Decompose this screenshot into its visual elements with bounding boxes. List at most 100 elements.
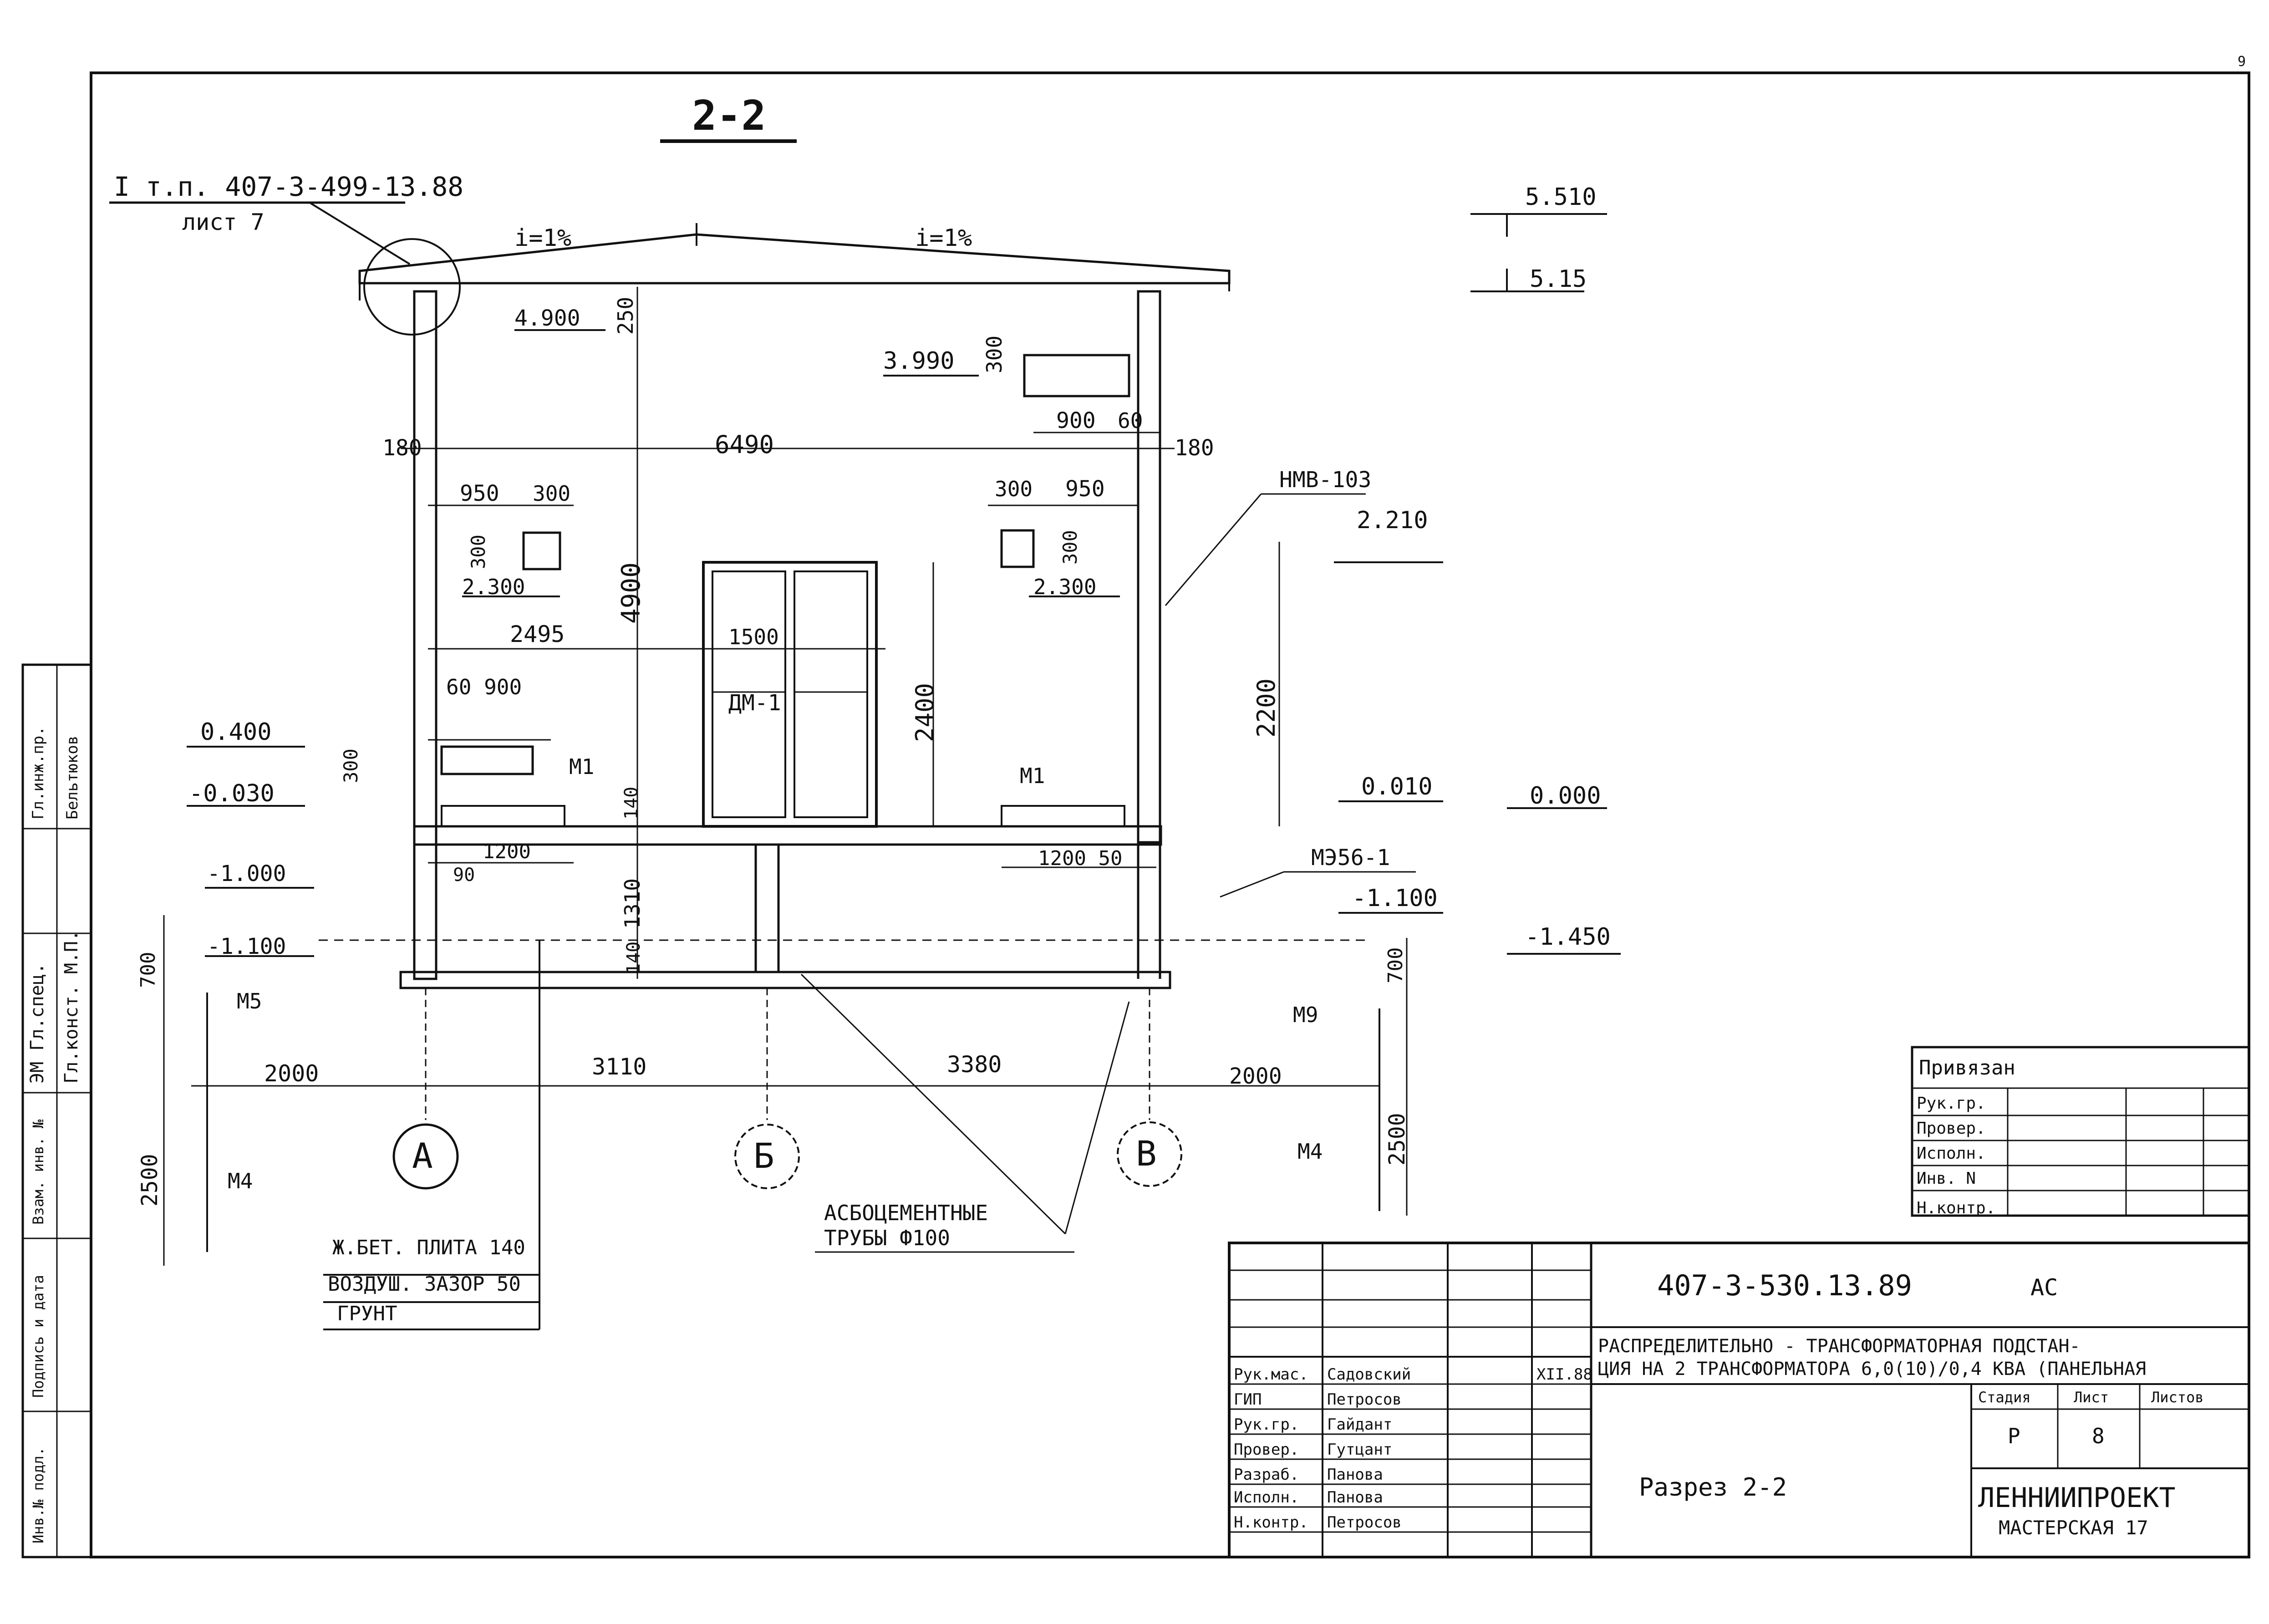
mark-m4-left: М4 (228, 1169, 253, 1193)
side-label-replace: Взам. инв. № (30, 1119, 47, 1225)
section-title: 2-2 (692, 92, 766, 140)
binding-row-5: Н.контр. (1917, 1199, 1995, 1217)
side-strip: Инв.№ подл. Подпись и дата Взам. инв. № … (21, 663, 92, 1558)
stamp-sheet-header: Лист (2074, 1389, 2109, 1406)
level-minus1100-right: -1.100 (1352, 885, 1438, 912)
dim-900: 900 (1056, 408, 1096, 433)
column-b (754, 843, 780, 973)
dim-60-900: 60 900 (446, 675, 522, 699)
level-minus1450: -1.450 (1525, 923, 1611, 951)
dim-950-right: 950 (1065, 476, 1105, 502)
detail-circle (363, 238, 461, 336)
side-approval-3: Гл.инж.пр. (29, 726, 47, 820)
dim-300-vl: 300 (467, 535, 489, 569)
dim-1200-left: 1200 (483, 840, 531, 863)
bottom-slab (399, 971, 1171, 989)
dim-300-left: 300 (533, 481, 570, 506)
level-4900: 4.900 (514, 305, 580, 331)
stamp-name-6: Панова (1327, 1488, 1383, 1507)
side-approval-4: Бельтюков (63, 736, 81, 820)
plinth-right (1001, 805, 1125, 827)
mark-m1-right: М1 (1020, 764, 1045, 788)
side-label-sign: Подпись и дата (30, 1275, 47, 1398)
stamp-name-7: Петросов (1327, 1513, 1402, 1532)
stamp-workshop: МАСТЕРСКАЯ 17 (1999, 1517, 2148, 1539)
level-0400: 0.400 (200, 718, 272, 746)
stamp-stage-header: Стадия (1978, 1389, 2031, 1406)
dim-6490: 6490 (715, 430, 774, 459)
axis-b: Б (753, 1135, 774, 1176)
dim-4900: 4900 (616, 562, 646, 624)
side-label-inv: Инв.№ подл. (30, 1447, 47, 1543)
stamp-role-6: Исполн. (1234, 1488, 1299, 1507)
stamp-date-mark: XII.88 (1536, 1365, 1592, 1384)
dim-140-bot: 140 (623, 942, 644, 974)
stamp-stage: Р (2008, 1424, 2020, 1448)
stamp-mark: АС (2030, 1274, 2058, 1301)
stamp-name-4: Гутцант (1327, 1441, 1392, 1459)
stamp-name-2: Петросов (1327, 1390, 1402, 1409)
stamp-sheet: 8 (2092, 1424, 2105, 1448)
page-number: 9 (2238, 54, 2246, 70)
dim-3110: 3110 (592, 1054, 646, 1080)
door-dm1 (702, 561, 878, 828)
wall-left (413, 290, 438, 980)
stamp-role-1: Рук.мас. (1234, 1365, 1308, 1384)
level-minus1000: -1.000 (207, 861, 286, 886)
level-3990: 3.990 (883, 347, 955, 375)
binding-block (1911, 1046, 2250, 1217)
dim-60: 60 (1118, 408, 1143, 433)
vent-0400 (440, 745, 534, 775)
dim-250: 250 (613, 297, 638, 335)
mark-m356: МЭ56-1 (1311, 845, 1390, 871)
stamp-name-1: Садовский (1327, 1365, 1411, 1384)
side-approval-2: Гл.конст. М.П. (61, 930, 82, 1084)
dim-300-right: 300 (995, 477, 1033, 501)
dim-140-top: 140 (621, 787, 642, 820)
slope-left: i=1% (514, 224, 571, 252)
stamp-role-5: Разраб. (1234, 1466, 1299, 1484)
stamp-code: 407-3-530.13.89 (1657, 1269, 1912, 1302)
level-515: 5.15 (1530, 265, 1587, 293)
axis-a: А (412, 1135, 433, 1176)
binding-row-2: Провер. (1917, 1119, 1986, 1138)
stamp-name-5: Панова (1327, 1466, 1383, 1484)
dim-2000-right: 2000 (1229, 1064, 1282, 1089)
mark-m4-right: М4 (1297, 1139, 1323, 1164)
dim-950-left: 950 (460, 481, 499, 506)
dim-2400: 2400 (911, 683, 939, 742)
stamp-role-2: ГИП (1234, 1390, 1262, 1409)
dim-180-right: 180 (1175, 435, 1214, 461)
stamp-name-3: Гайдант (1327, 1415, 1392, 1434)
floor-layer-1: Ж.БЕТ. ПЛИТА 140 (332, 1236, 525, 1259)
binding-row-4: Инв. N (1917, 1169, 1976, 1188)
stamp-role-3: Рук.гр. (1234, 1415, 1299, 1434)
mark-door: ДМ-1 (728, 690, 781, 716)
stamp-title-line1: РАСПРЕДЕЛИТЕЛЬНО - ТРАНСФОРМАТОРНАЯ ПОДС… (1598, 1336, 2081, 1357)
title-stamp (1228, 1242, 2250, 1558)
reference-sheet: лист 7 (182, 209, 265, 235)
dim-3380: 3380 (947, 1051, 1002, 1078)
stamp-role-4: Провер. (1234, 1441, 1299, 1459)
dim-1200-50: 1200 50 (1038, 847, 1122, 870)
mark-m9: М9 (1293, 1003, 1318, 1027)
vent-left-high (522, 531, 561, 570)
dim-2200: 2200 (1252, 678, 1281, 738)
dim-2495: 2495 (510, 621, 565, 647)
dim-700-right: 700 (1384, 947, 1407, 983)
axis-v: В (1136, 1133, 1157, 1174)
level-minus1100-left: -1.100 (207, 934, 286, 959)
stamp-title-line2: ЦИЯ НА 2 ТРАНСФОРМАТОРА 6,0(10)/0,4 КВА … (1598, 1359, 2146, 1380)
plinth-left (441, 805, 565, 827)
floor-layers (323, 940, 540, 1330)
floor-layer-2: ВОЗДУШ. ЗАЗОР 50 (328, 1273, 521, 1296)
level-minus0030: -0.030 (189, 780, 275, 807)
dim-300-vr: 300 (1059, 530, 1081, 565)
slope-right: i=1% (915, 224, 972, 252)
dim-2500-right: 2500 (1384, 1113, 1410, 1166)
level-2300-right: 2.300 (1033, 575, 1096, 599)
dim-90: 90 (453, 865, 475, 886)
opening-3990 (1023, 354, 1130, 397)
floor-layer-3: ГРУНТ (337, 1302, 397, 1325)
